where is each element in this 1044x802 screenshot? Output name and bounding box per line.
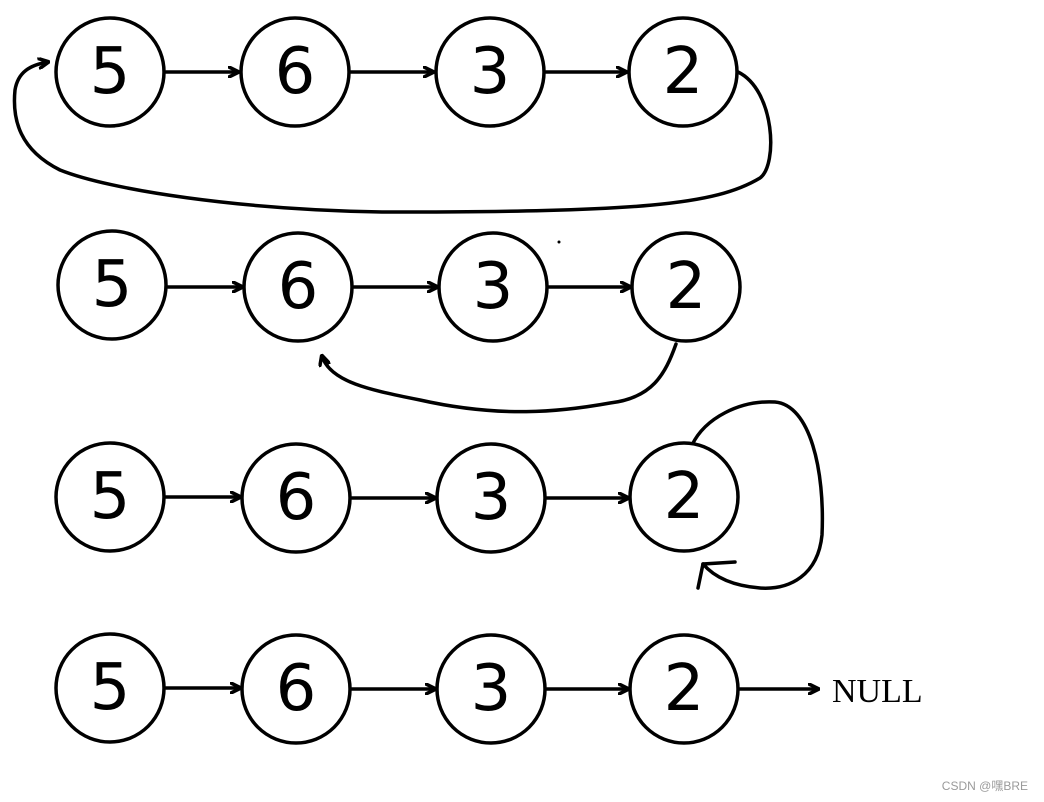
node-value: 6	[276, 461, 317, 535]
node-value: 2	[664, 460, 705, 534]
node-value: 3	[471, 652, 512, 726]
stray-dot	[557, 240, 561, 244]
node-value: 6	[275, 35, 316, 109]
node-value: 5	[90, 460, 131, 534]
cycle-edge-2-to-6	[322, 342, 678, 414]
node-value: 5	[90, 651, 131, 725]
node-value: 3	[471, 461, 512, 535]
node-value: 2	[666, 250, 707, 324]
node-value: 5	[90, 35, 131, 109]
row-3: 5 6 3 2	[54, 400, 825, 590]
node-value: 3	[470, 35, 511, 109]
node-value: 2	[664, 652, 705, 726]
self-loop-arrowhead	[696, 560, 737, 590]
row-4: 5 6 3 2 NULL	[54, 632, 923, 745]
list-node: 2	[628, 633, 740, 745]
list-node: 6	[239, 16, 351, 128]
list-node: 5	[54, 441, 166, 553]
node-value: 6	[278, 250, 319, 324]
list-node: 3	[434, 16, 546, 128]
list-node: 6	[240, 442, 352, 554]
list-node: 6	[242, 231, 354, 343]
cycle-edge-2-to-2	[690, 400, 825, 590]
node-value: 3	[473, 250, 514, 324]
list-node: 5	[54, 632, 166, 744]
watermark: CSDN @嘿BRE	[941, 779, 1028, 793]
list-node: 3	[437, 231, 549, 343]
list-node: 2	[628, 441, 740, 553]
null-label: NULL	[832, 673, 923, 710]
list-node: 3	[435, 633, 547, 745]
list-node: 5	[56, 229, 168, 341]
list-node: 2	[630, 231, 742, 343]
list-node: 5	[54, 16, 166, 128]
row-2: 5 6 3 2	[56, 229, 742, 414]
cycle-edge-2-to-5	[12, 62, 773, 214]
list-node: 6	[240, 633, 352, 745]
node-value: 6	[276, 652, 317, 726]
node-value: 2	[663, 35, 704, 109]
row-1: 5 6 3 2	[12, 16, 773, 214]
list-node: 2	[627, 16, 739, 128]
node-value: 5	[92, 248, 133, 322]
list-node: 3	[435, 442, 547, 554]
